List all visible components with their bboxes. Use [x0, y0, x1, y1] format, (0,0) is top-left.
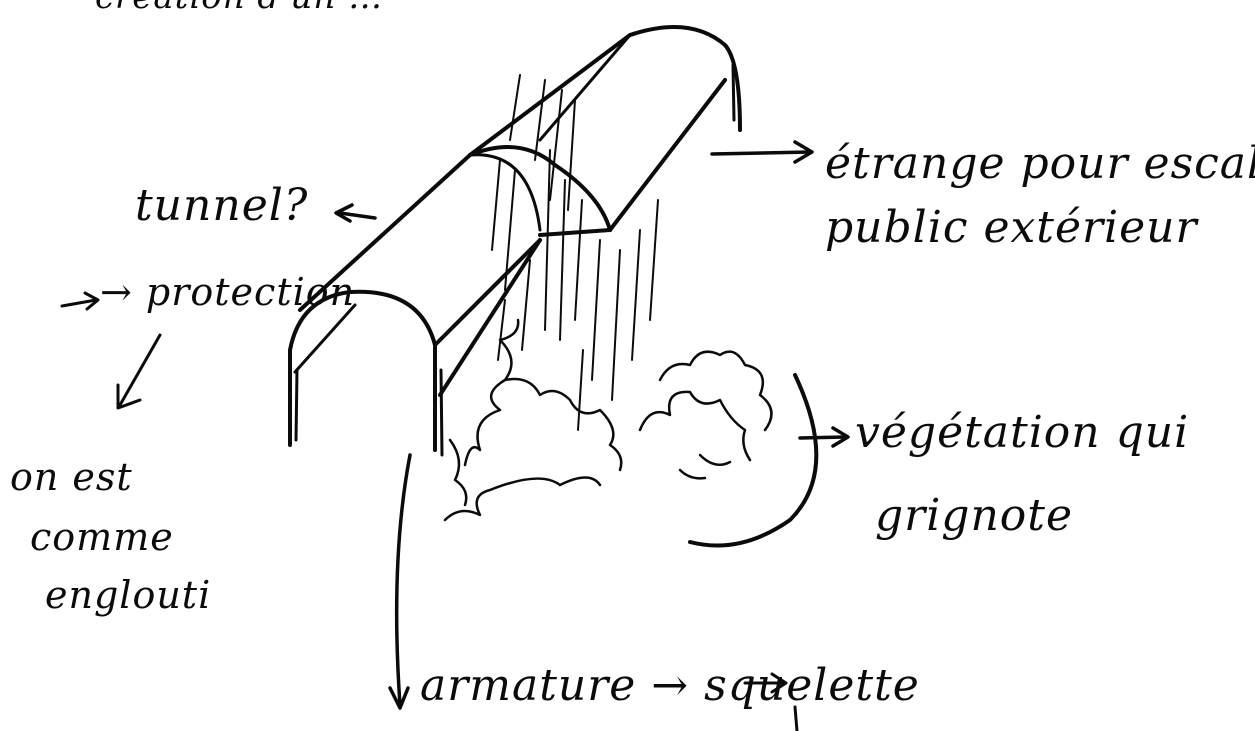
annotation-comme: comme: [30, 515, 174, 559]
arrow-right-middle: [800, 437, 845, 438]
far-arch: [630, 27, 740, 130]
arrow-down-left: [120, 335, 160, 405]
middle-arch: [470, 147, 610, 230]
annotation-public: public extérieur: [825, 202, 1200, 253]
middle-arch-inner: [470, 155, 540, 230]
far-top-ridge: [470, 35, 630, 155]
annotation-armature: armature → squelette: [420, 660, 920, 711]
annotation-etrange: étrange pour escalier: [825, 138, 1255, 189]
near-arch-inner-leg: [296, 370, 297, 440]
annotation-grignote: grignote: [875, 490, 1073, 541]
middle-crossbar: [540, 230, 610, 235]
annotation-vegetation: végétation qui: [855, 407, 1189, 458]
far-inner-ridge: [540, 35, 630, 140]
hanging-strokes: [492, 75, 658, 430]
arrow-right-top: [712, 152, 810, 154]
far-right-ridge: [610, 80, 725, 230]
annotation-top-cut: création d'un …: [95, 0, 383, 17]
annotation-on-est: on est: [10, 455, 133, 499]
tunnel-frame: [290, 27, 740, 455]
annotation-englouti: englouti: [45, 573, 211, 617]
annotation-protection: → protection: [100, 270, 355, 314]
far-arch-leg: [733, 65, 734, 120]
near-arch: [290, 292, 435, 450]
vegetation-scribbles: [445, 320, 771, 520]
annotation-tunnel: tunnel?: [135, 180, 308, 231]
arrow-bottom: [397, 455, 410, 705]
vegetation-bracket: [690, 375, 816, 546]
near-arch-right-leg: [441, 370, 442, 455]
